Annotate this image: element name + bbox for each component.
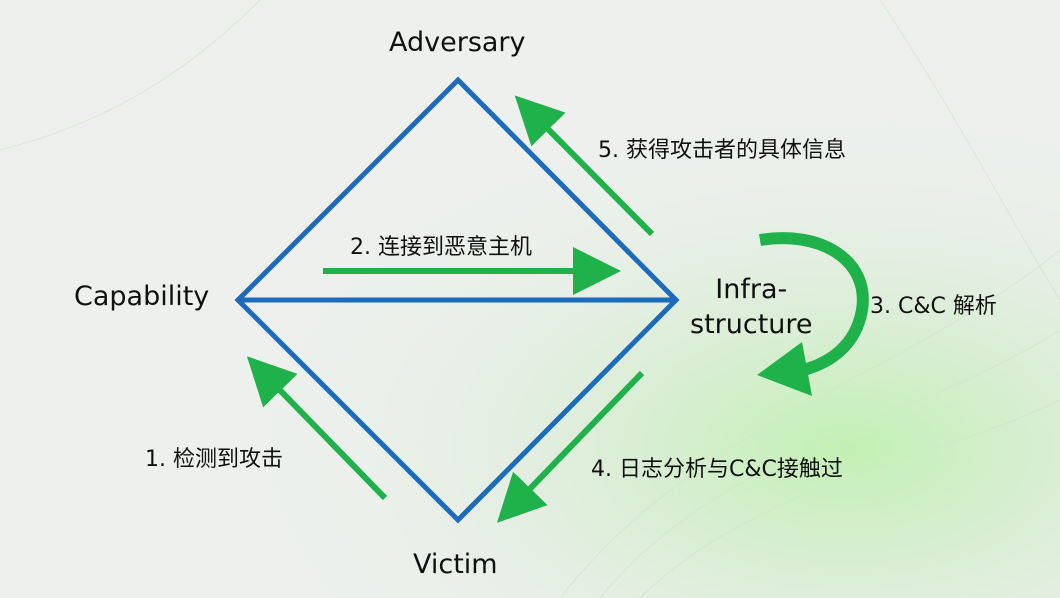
step-4-label: 4. 日志分析与C&C接触过	[591, 457, 843, 482]
arrow-step-4	[496, 370, 645, 523]
node-infrastructure: Infra- structure	[690, 272, 813, 342]
node-infrastructure-line2: structure	[690, 309, 813, 340]
node-capability: Capability	[74, 281, 210, 312]
step-3-label: 3. C&C 解析	[870, 294, 997, 319]
arrow-step-3-head	[757, 342, 812, 396]
arrow-step-1	[246, 356, 388, 501]
step-5-label: 5. 获得攻击者的具体信息	[598, 138, 846, 163]
step-1-label: 1. 检测到攻击	[145, 447, 283, 472]
step-2-label: 2. 连接到恶意主机	[350, 235, 532, 260]
diamond-outline	[234, 76, 680, 524]
node-adversary: Adversary	[389, 27, 526, 58]
arrow-step-5	[514, 95, 655, 237]
node-victim: Victim	[413, 549, 498, 580]
arrow-step-3	[759, 232, 869, 378]
node-infrastructure-line1: Infra-	[715, 274, 788, 305]
